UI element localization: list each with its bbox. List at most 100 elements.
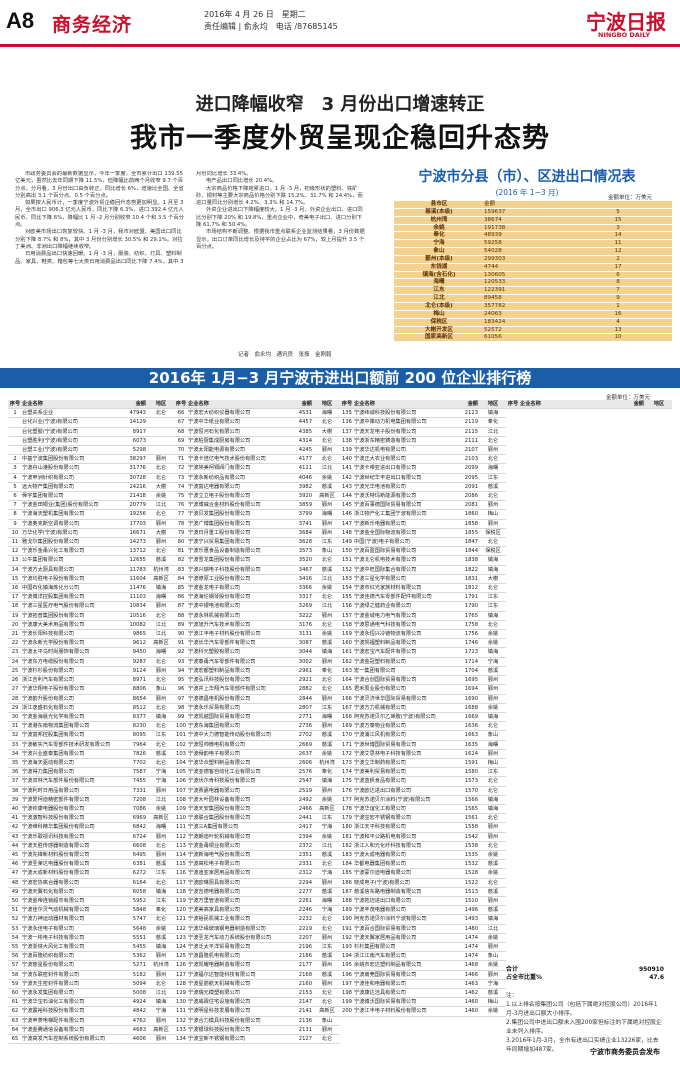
ranking-cell: 2261	[284, 896, 314, 907]
ranking-cell: 101	[174, 730, 188, 741]
ranking-cell: 高新区	[314, 804, 340, 815]
ranking-cell: 1	[8, 408, 22, 419]
ranking-cell: 1460	[450, 1006, 480, 1017]
ranking-cell: 4245	[284, 445, 314, 456]
ranking-cell: 宁波博洋控股集团有限公司	[22, 592, 118, 603]
ranking-cell: 51	[8, 905, 22, 916]
ranking-cell: 50	[8, 896, 22, 907]
ranking-cell: 9450	[118, 647, 148, 658]
ranking-cell: 鄞州	[480, 684, 506, 695]
ranking-cell: 1591	[450, 758, 480, 769]
ranking-cell: 127	[174, 970, 188, 980]
ranking-cell: 199	[340, 997, 354, 1008]
ranking-cell: 北仑	[148, 740, 174, 750]
ranking-cell: 60	[8, 988, 22, 999]
ranking-cell: 鄞州	[480, 942, 506, 953]
ranking-cell: 2351	[284, 850, 314, 861]
ranking-cell: 华都电器集团有限公司	[354, 859, 450, 870]
ranking-cell: 100	[174, 721, 188, 732]
ranking-cell: 宁波高发汽车控制系统股份有限公司	[22, 1034, 118, 1045]
ranking-cell: 4385	[284, 427, 314, 437]
ranking-cell: 慈溪	[314, 638, 340, 649]
article-paragraph: 日用消费品出口快速回暖。1 月 -3 月，服装、纺织、灯具、塑料制品、家具、鞋类…	[15, 171, 252, 265]
ranking-cell: 1694	[450, 684, 480, 695]
ranking-cell: 宁波明星科技发展有限公司	[188, 1006, 284, 1017]
ranking-cell: 北仑	[480, 786, 506, 796]
ranking-cell: 2372	[284, 841, 314, 851]
ranking-unit: 金额单位：万美元	[606, 395, 651, 401]
ranking-cell: 宁波井上华翔汽车零部件有限公司	[188, 684, 284, 695]
ranking-cell: 82	[174, 555, 188, 566]
ranking-cell: 1635	[450, 740, 480, 750]
ranking-cell: 宁波华翔电子股份有限公司	[22, 684, 118, 695]
ranking-cell: 宁波伏尔肯科技股份有限公司	[188, 776, 284, 787]
ranking-cell: 1535	[450, 850, 480, 861]
ranking-cell: 宁波旭升汽车技术有限公司	[188, 620, 284, 631]
ranking-cell: 2086	[450, 491, 480, 502]
ranking-cell: 宁波力神运动器材有限公司	[22, 914, 118, 925]
ranking-cell: 7826	[118, 749, 148, 759]
ranking-cell: 185	[340, 868, 354, 879]
ranking-cell: 53	[8, 924, 22, 934]
ranking-header-cell: 企业名称	[520, 400, 616, 410]
ranking-cell: 宁波海伦钢琴股份有限公司	[188, 592, 284, 603]
ranking-cell: 北仑	[314, 684, 340, 695]
ranking-cell: 宁波金甬铜业有限公司	[188, 841, 284, 851]
ranking-cell: 191	[340, 924, 354, 934]
ranking-cell: 宁波金田铜业(集团)股份有限公司	[22, 500, 118, 511]
ranking-cell: 13	[8, 555, 22, 566]
ranking-cell: 27	[8, 684, 22, 695]
district-cell: 61056	[484, 333, 564, 343]
note-line: 3.2016年1月-3月，全市有进出口实绩企业13226家，比去年同期增加487…	[506, 1038, 659, 1053]
ranking-cell: 1790	[450, 601, 480, 612]
ranking-cell: 江北	[148, 500, 174, 511]
district-cell: 国家高新区	[394, 333, 484, 343]
ranking-cell: 178	[340, 804, 354, 815]
ranking-cell: 慈溪	[314, 887, 340, 897]
ranking-cell: 鄞州	[148, 786, 174, 796]
ranking-cell: 171	[340, 740, 354, 750]
ranking-cell: 江东	[148, 730, 174, 741]
district-cell: 余姚	[394, 224, 484, 233]
ranking-cell: 阿克苏诺贝尔乙烯胺(宁波)有限公司	[354, 712, 450, 723]
ranking-cell: 131	[174, 1006, 188, 1017]
ranking-cell: 1462	[450, 988, 480, 999]
ranking-cell: 宁波金海晨光化学有限公司	[22, 712, 118, 723]
ranking-cell: 余姚	[148, 491, 174, 502]
ranking-cell: 2921	[284, 675, 314, 686]
ranking-cell: 宁波纬诚科技股份有限公司	[354, 408, 450, 419]
ranking-cell: 52	[8, 914, 22, 925]
ranking-cell: 宁波绿之健药业有限公司	[354, 601, 450, 612]
ranking-cell: 8654	[118, 694, 148, 704]
ranking-cell: 21	[8, 629, 22, 640]
ranking-cell: 3222	[284, 611, 314, 621]
ranking-cell: 2115	[450, 427, 480, 437]
ranking-cell: 1580	[450, 767, 480, 778]
ranking-cell: 北仑	[148, 408, 174, 419]
ranking-cell: 168	[340, 712, 354, 723]
ranking-cell: 大榭	[314, 427, 340, 437]
ranking-cell: 8971	[118, 675, 148, 686]
ranking-cell: 2417	[284, 822, 314, 833]
ranking-cell: 宁波奥克斯空调有限公司	[22, 519, 118, 529]
district-cell: 县市区	[394, 201, 484, 209]
